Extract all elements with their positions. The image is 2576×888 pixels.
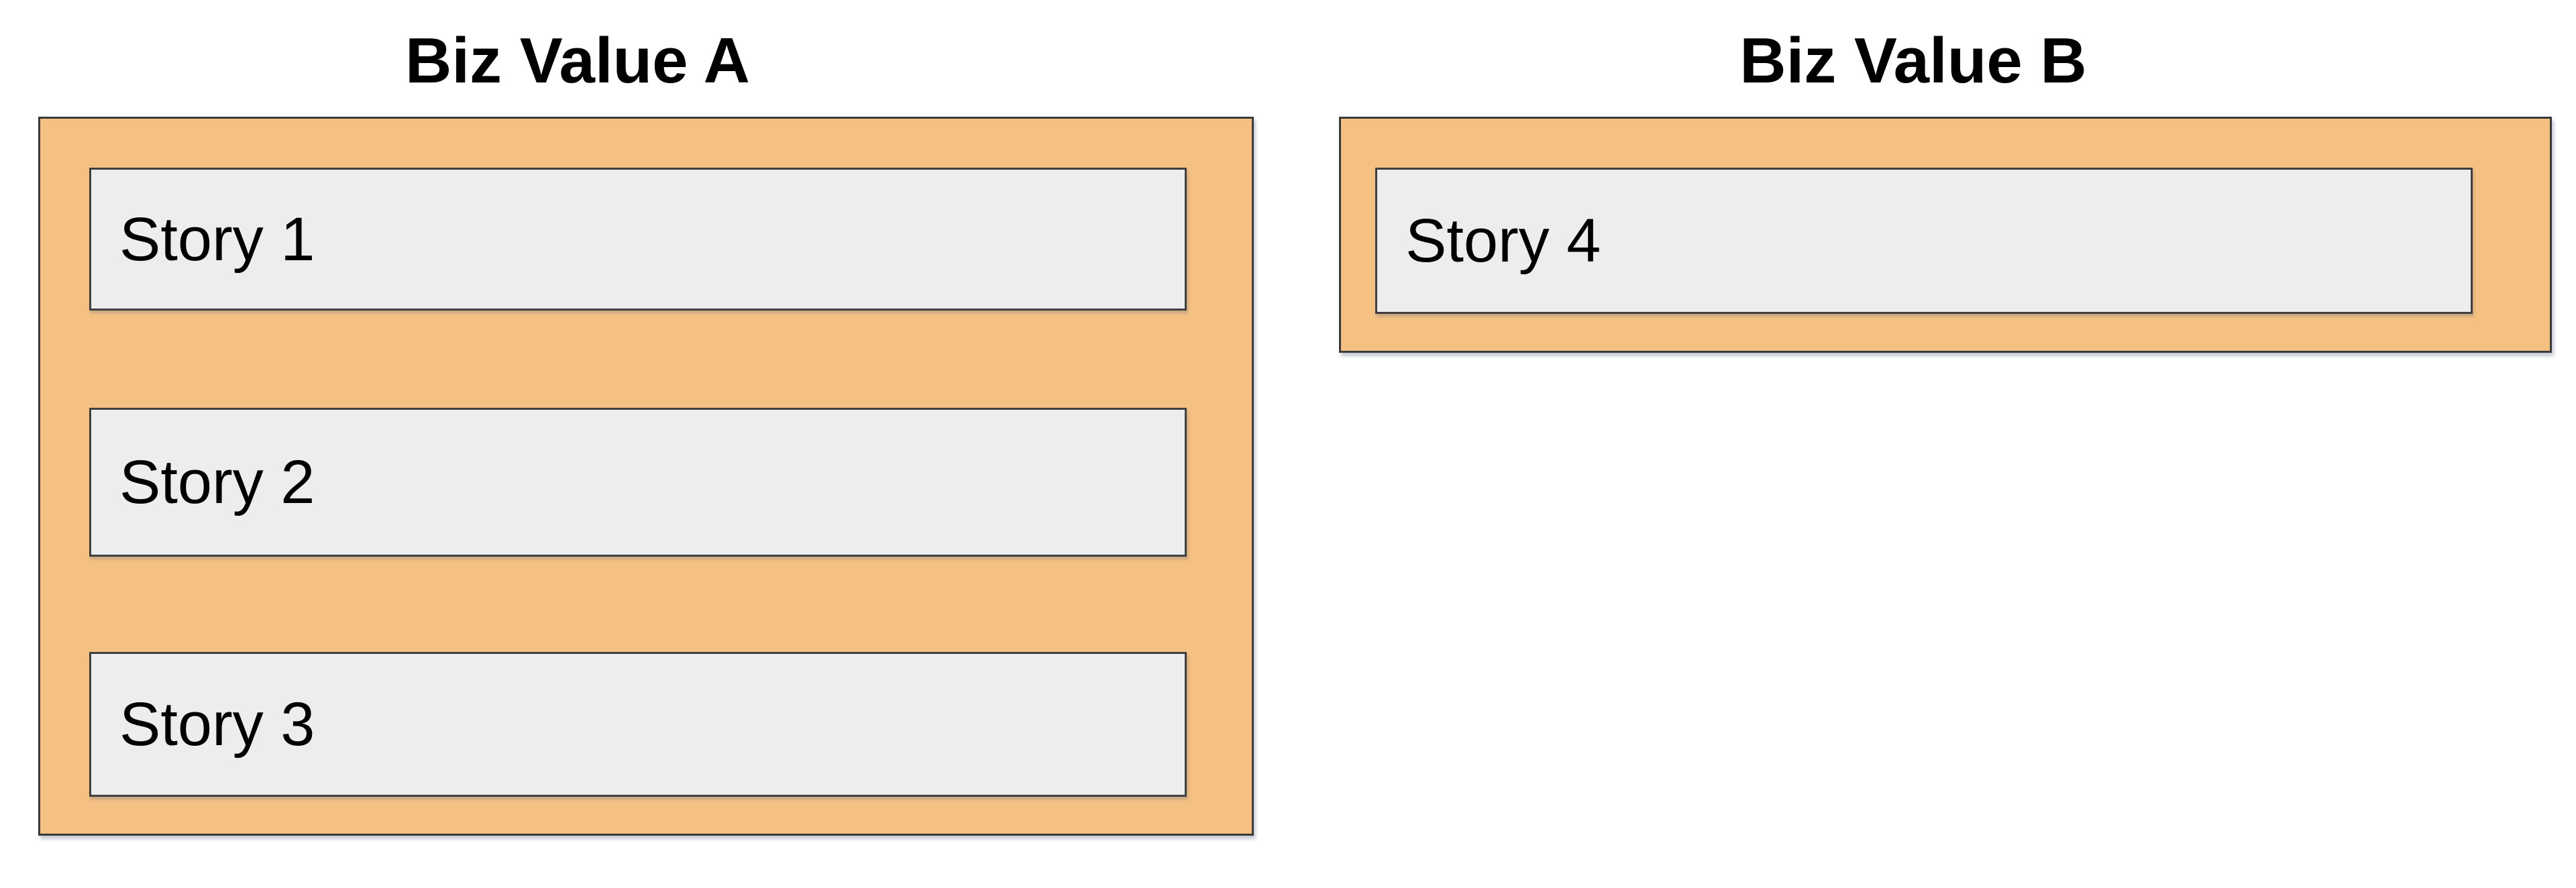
story-card: Story 2 — [89, 408, 1187, 557]
group-a-title: Biz Value A — [405, 25, 750, 97]
group-b-title: Biz Value B — [1739, 25, 2087, 97]
story-label: Story 3 — [119, 690, 315, 759]
story-label: Story 1 — [119, 205, 315, 274]
story-card: Story 4 — [1375, 168, 2473, 314]
group-a-container: Story 1 Story 2 Story 3 — [38, 117, 1254, 836]
story-label: Story 2 — [119, 448, 315, 516]
group-b-container: Story 4 — [1339, 117, 2552, 353]
story-label: Story 4 — [1405, 207, 1601, 275]
story-card: Story 1 — [89, 168, 1187, 311]
story-card: Story 3 — [89, 652, 1187, 797]
